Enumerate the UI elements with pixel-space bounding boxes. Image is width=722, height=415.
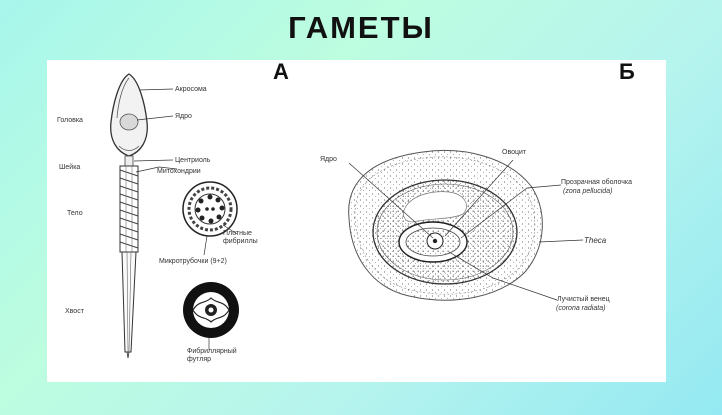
label-oocyte: Овоцит [502, 149, 527, 156]
label-oocyte-nucleus: Ядро [320, 156, 337, 163]
label-sperm-nucleus: Ядро [175, 113, 192, 120]
label-tail: Хвост [65, 308, 85, 315]
diagram-panel: А Головка Шейка Тело Хвост [47, 60, 666, 382]
oocyte-follicle [348, 149, 543, 301]
page-title: ГАМЕТЫ [288, 10, 434, 45]
label-zona-2: (zona pellucida) [563, 188, 612, 195]
label-acrosome: Акросома [175, 86, 207, 93]
tail-cross-section [183, 282, 239, 338]
sperm-midpiece [119, 165, 139, 253]
label-dense-fibrils-2: фибриллы [223, 237, 258, 245]
label-fibrillar-sheath-2: футляр [187, 356, 211, 363]
label-fibrillar-sheath-1: Фибриллярный [187, 347, 237, 355]
label-body: Тело [67, 210, 83, 217]
panel-a-leaders [133, 88, 238, 350]
label-corona-1: Лучистый венец [557, 295, 610, 303]
sperm-tail [121, 251, 137, 359]
label-neck: Шейка [59, 163, 80, 171]
label-head: Головка [57, 117, 83, 124]
label-mitochondria: Митохондрии [157, 168, 201, 175]
gametes-diagram: А Головка Шейка Тело Хвост [57, 60, 635, 363]
panel-b-letter: Б [619, 60, 635, 84]
sperm-neck [124, 155, 134, 167]
label-microtubules: Микротрубочки (9+2) [159, 257, 227, 265]
label-theca: Theca [584, 236, 607, 245]
midpiece-cross-section [182, 181, 238, 237]
label-zona-1: Прозрачная оболочка [561, 178, 632, 186]
label-corona-2: (corona radiata) [556, 305, 605, 312]
label-centriole: Центриоль [175, 157, 211, 164]
panel-b-leaders [348, 159, 584, 301]
label-dense-fibrils-1: Плотные [223, 230, 252, 237]
sperm-head [110, 73, 148, 157]
panel-a-letter: А [273, 60, 289, 84]
